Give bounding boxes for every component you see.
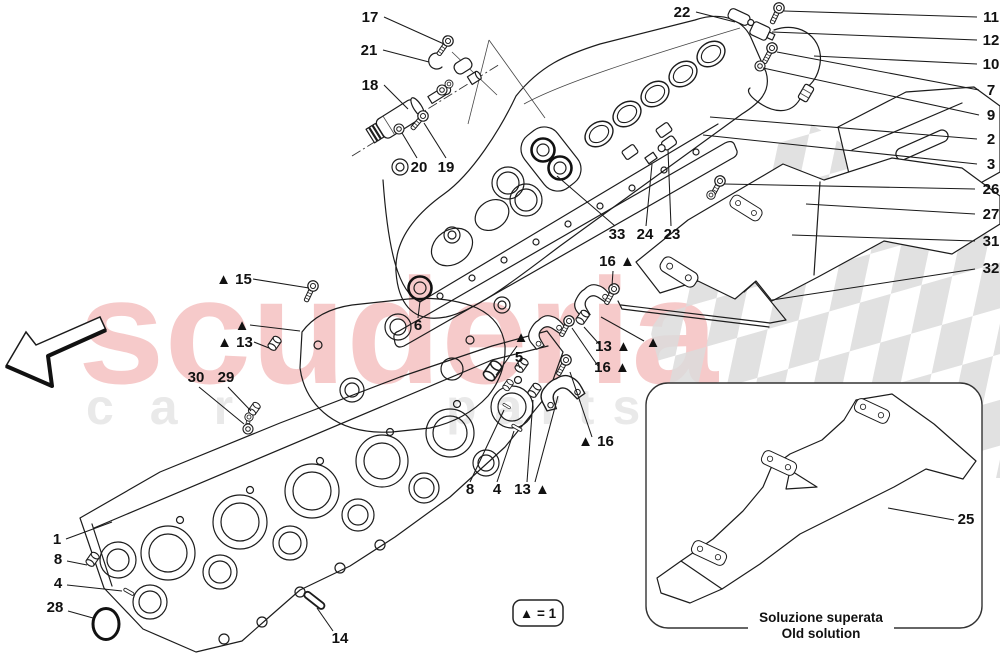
left-small-parts bbox=[84, 278, 327, 641]
clip-24 bbox=[644, 151, 658, 165]
watermark-sub-left: car bbox=[86, 379, 269, 435]
callout-2: 2 bbox=[987, 131, 995, 148]
direction-arrow bbox=[4, 316, 107, 388]
oil-seal-6 bbox=[407, 275, 433, 301]
washer-30 bbox=[242, 423, 254, 435]
callout-6: 6 bbox=[414, 317, 422, 334]
bushing-8 bbox=[84, 550, 101, 569]
threaded-plug bbox=[466, 70, 482, 86]
leader-lines bbox=[65, 10, 980, 632]
callout-5: 5 bbox=[515, 349, 523, 366]
cover-gasket bbox=[393, 140, 738, 348]
callout-14: 14 bbox=[332, 630, 349, 647]
cable-connector bbox=[797, 83, 815, 103]
callout-9: 9 bbox=[987, 107, 995, 124]
callout-8b: 8 bbox=[466, 481, 474, 498]
legend-text: ▲ = 1 bbox=[520, 606, 557, 621]
callout-31: 31 bbox=[983, 233, 1000, 250]
callout-4a: 4 bbox=[54, 575, 63, 592]
sensor-cable-tail bbox=[747, 87, 801, 112]
sensor-cable bbox=[773, 26, 822, 96]
solenoid-connector-cap bbox=[453, 57, 473, 75]
o-ring-28 bbox=[91, 607, 121, 641]
callout-12: 12 bbox=[983, 32, 1000, 49]
callout-21: 21 bbox=[361, 42, 378, 59]
callout-28: 28 bbox=[47, 599, 64, 616]
inset-caption-english: Old solution bbox=[782, 626, 861, 641]
callout-27: 27 bbox=[983, 206, 1000, 223]
washer-9 bbox=[754, 60, 766, 72]
callout-tri-b: ▲ bbox=[514, 329, 529, 346]
cover-port-rings bbox=[579, 35, 731, 153]
solenoid-filter-tip bbox=[365, 122, 385, 144]
bolt-17 bbox=[433, 33, 456, 59]
callout-20: 20 bbox=[411, 159, 428, 176]
callout-16a: 16 ▲ bbox=[599, 253, 635, 270]
callout-33: 33 bbox=[609, 226, 626, 243]
callout-30: 30 bbox=[188, 369, 205, 386]
inset-caption-italian: Soluzione superata bbox=[759, 610, 883, 625]
callout-13c: 13 ▲ bbox=[514, 481, 550, 498]
callout-15: ▲ 15 bbox=[216, 271, 252, 288]
callout-23: 23 bbox=[664, 226, 681, 243]
callout-tri-c: ▲ bbox=[235, 317, 250, 334]
inset-heat-shield bbox=[656, 393, 977, 604]
solenoid-washer-2 bbox=[444, 79, 454, 89]
washer-26b bbox=[706, 190, 716, 200]
callout-32: 32 bbox=[983, 260, 1000, 277]
bolt-11 bbox=[766, 0, 787, 27]
washer-20 bbox=[393, 123, 405, 135]
callout-13a: 13 ▲ bbox=[595, 338, 631, 355]
callout-11: 11 bbox=[983, 9, 999, 26]
callout-17: 17 bbox=[362, 9, 379, 26]
callout-26: 26 bbox=[983, 181, 1000, 198]
watermark-sub-right: parts bbox=[446, 379, 658, 435]
callout-18: 18 bbox=[362, 77, 379, 94]
dowel-pin-14 bbox=[302, 589, 327, 612]
callout-22: 22 bbox=[674, 4, 691, 21]
oil-filler-seals bbox=[520, 126, 582, 192]
callout-25: 25 bbox=[958, 511, 975, 528]
cover-gasket-eight bbox=[491, 166, 543, 217]
sensor-23 bbox=[657, 135, 678, 153]
callout-16c: ▲ 16 bbox=[578, 433, 614, 450]
callout-24: 24 bbox=[637, 226, 654, 243]
callout-tri-a: ▲ bbox=[646, 334, 661, 351]
callout-8a: 8 bbox=[54, 551, 62, 568]
heat-shield-main bbox=[617, 157, 1000, 328]
legend-box: ▲ = 1 bbox=[512, 599, 564, 627]
callout-10: 10 bbox=[983, 56, 1000, 73]
callout-19: 19 bbox=[438, 159, 455, 176]
clamp bbox=[428, 52, 443, 70]
callout-16b: 16 ▲ bbox=[594, 359, 630, 376]
solenoid-valve-assembly bbox=[351, 33, 546, 157]
callout-labels: 17 21 18 20 19 22 11 12 10 7 9 2 3 26 27… bbox=[47, 4, 1000, 647]
sensor-22 bbox=[727, 8, 755, 27]
callout-13b: ▲ 13 bbox=[217, 334, 253, 351]
callout-29: 29 bbox=[218, 369, 235, 386]
inset-box: 25 Soluzione superata Old solution bbox=[645, 382, 983, 647]
callout-3: 3 bbox=[987, 156, 995, 173]
callout-7: 7 bbox=[987, 82, 995, 99]
sensor-12 bbox=[749, 21, 776, 41]
pin-4 bbox=[122, 587, 135, 597]
callout-1: 1 bbox=[53, 531, 61, 548]
caption-mask bbox=[748, 607, 894, 647]
callout-4b: 4 bbox=[493, 481, 502, 498]
sensor-cable-group bbox=[644, 0, 822, 200]
